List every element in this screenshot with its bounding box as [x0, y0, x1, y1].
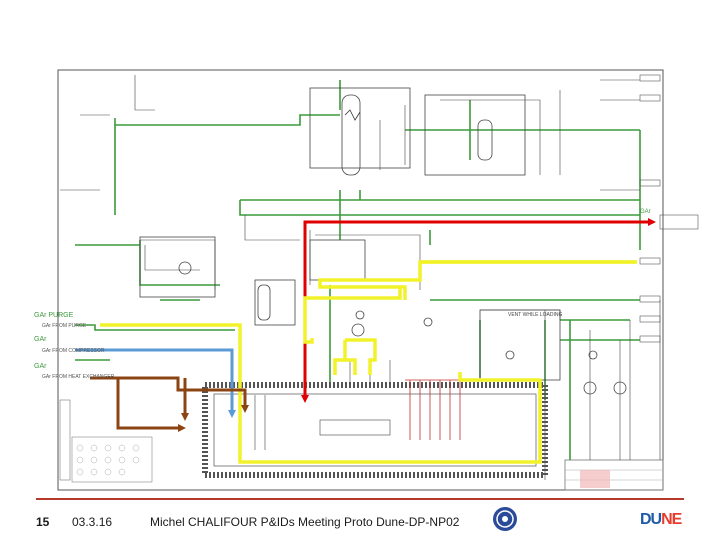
page-number: 15 [36, 515, 50, 529]
from-compressor-label: GAr FROM COMPRESSOR [42, 348, 105, 354]
yellow-line [100, 260, 637, 464]
cryostat-details [405, 379, 465, 440]
equipment [139, 87, 627, 395]
gar-right-label: GAr [640, 209, 651, 215]
title-block [564, 459, 664, 491]
from-exchanger-label: GAr FROM HEAT EXCHANGER [42, 374, 115, 380]
cern-logo-icon [493, 507, 517, 531]
red-line [301, 218, 656, 403]
dune-logo: DUNE [640, 511, 682, 529]
gar-purge-label: GAr PURGE [34, 312, 74, 319]
right-connectors [639, 74, 699, 343]
gar-label-1: GAr [34, 336, 47, 343]
slide-date: 03.3.16 [72, 515, 113, 529]
dune-logo-prefix: DU [640, 511, 662, 528]
gar-label-2: GAr [34, 363, 47, 370]
cryostat-outer [202, 382, 548, 478]
drawing-frame [57, 69, 664, 491]
brown-line [90, 376, 249, 432]
symbol-table [71, 436, 153, 483]
from-purge-label: GAr FROM PURGE [42, 323, 87, 329]
footer-title: Michel CHALIFOUR P&IDs Meeting Proto Dun… [150, 515, 460, 529]
footer-rule [36, 498, 684, 500]
left-legend [59, 399, 71, 481]
blue-line [75, 348, 236, 418]
dune-logo-suffix: NE [661, 511, 682, 528]
vent-label: VENT WHILE LOADING [508, 312, 562, 318]
cryostat-inner [213, 393, 537, 467]
